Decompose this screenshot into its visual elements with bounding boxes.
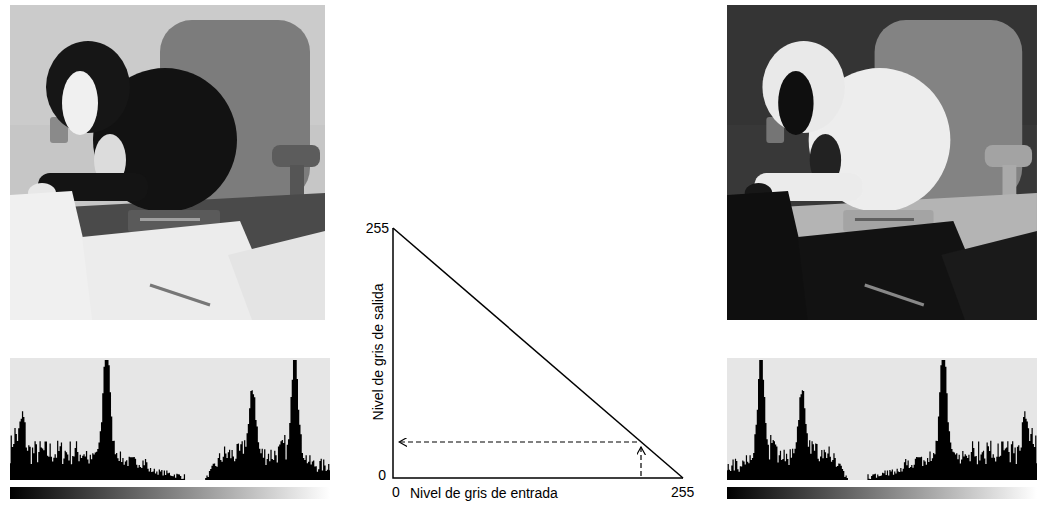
axis-tick: 0 [370,466,386,484]
gray-ramp [10,487,330,499]
input-photo [10,5,325,320]
axis-title: Nivel de gris de entrada [410,484,610,502]
axis-tick: 255 [671,483,701,501]
input-histogram [10,360,330,480]
output-histogram [727,360,1037,480]
dashed-arrow [399,441,637,442]
histogram-bars [727,360,1037,480]
axis-title: Nivel de gris de salida [369,252,387,452]
histogram-bars [10,360,330,480]
plot-axes [393,228,683,478]
dashed-arrow [640,447,641,476]
histogram-panel [727,358,1037,480]
axis-tick: 255 [353,219,389,237]
axis-tick: 0 [389,483,403,501]
histogram-panel [10,358,330,480]
gray-ramp [727,487,1037,499]
transfer-line [393,228,683,478]
output-photo [727,5,1037,320]
